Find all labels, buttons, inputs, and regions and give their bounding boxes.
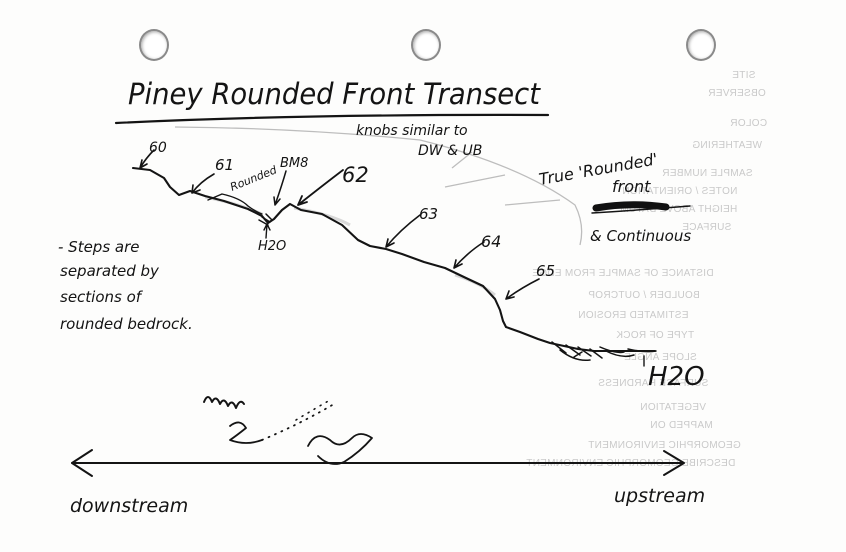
steps-note-line2: separated by	[60, 262, 160, 280]
upstream-label: upstream	[614, 485, 705, 507]
doodle-squiggle-bottom	[307, 433, 373, 465]
station-63-arrow	[385, 214, 421, 248]
bedrock-shading	[204, 195, 496, 297]
knobs-note-line1: knobs similar to	[356, 123, 468, 139]
upstream-arrowhead	[663, 450, 685, 476]
water-hatching	[551, 341, 657, 362]
bedrock-profile-line	[131, 166, 657, 353]
binder-hole-right	[686, 29, 716, 61]
h2o-large-label: H2O	[648, 362, 705, 392]
station-64-arrow	[453, 241, 485, 269]
steps-note-line4: rounded bedrock.	[60, 315, 193, 333]
true-rounded-front-line2: front	[612, 177, 651, 196]
rock-outline-pencil	[174, 126, 583, 246]
continuous-note: & Continuous	[590, 227, 691, 245]
rounded-bracket	[207, 193, 263, 215]
binder-hole-center	[411, 29, 441, 61]
downstream-arrowhead	[71, 449, 93, 477]
doodle-dots	[261, 403, 335, 441]
steps-note-line3: sections of	[60, 288, 144, 306]
station-62-arrow	[297, 169, 344, 206]
station-61-arrow	[191, 173, 215, 194]
crossed-out-scribble	[592, 201, 670, 212]
downstream-label: downstream	[70, 495, 188, 517]
station-61-label: 61	[215, 156, 234, 174]
bm8-arrow	[273, 170, 287, 206]
knobs-note-line2: DW & UB	[418, 143, 482, 159]
h2o-small-label: H2O	[258, 239, 286, 254]
doodle-dots-upper	[295, 399, 331, 421]
crossed-out-scribble-edge	[591, 205, 691, 214]
station-65-arrow	[505, 278, 540, 300]
h2o-small-arrow	[263, 223, 271, 239]
station-65-label: 65	[536, 262, 555, 280]
doodle-squiggle-top	[203, 396, 245, 409]
title-underline	[114, 113, 550, 125]
station-63-label: 63	[419, 205, 438, 223]
station-62-label: 62	[342, 163, 369, 187]
sketch-title: Piney Rounded Front Transect	[128, 77, 542, 111]
bm8-label: BM8	[280, 156, 308, 171]
doodle-squiggle-mid	[229, 421, 263, 444]
rounded-label: Rounded	[228, 163, 279, 194]
steps-note-line1: - Steps are	[58, 238, 140, 256]
station-60-label: 60	[149, 140, 167, 156]
binder-hole-left	[139, 29, 169, 61]
station-64-label: 64	[481, 232, 501, 251]
station-60-arrow	[139, 149, 155, 169]
